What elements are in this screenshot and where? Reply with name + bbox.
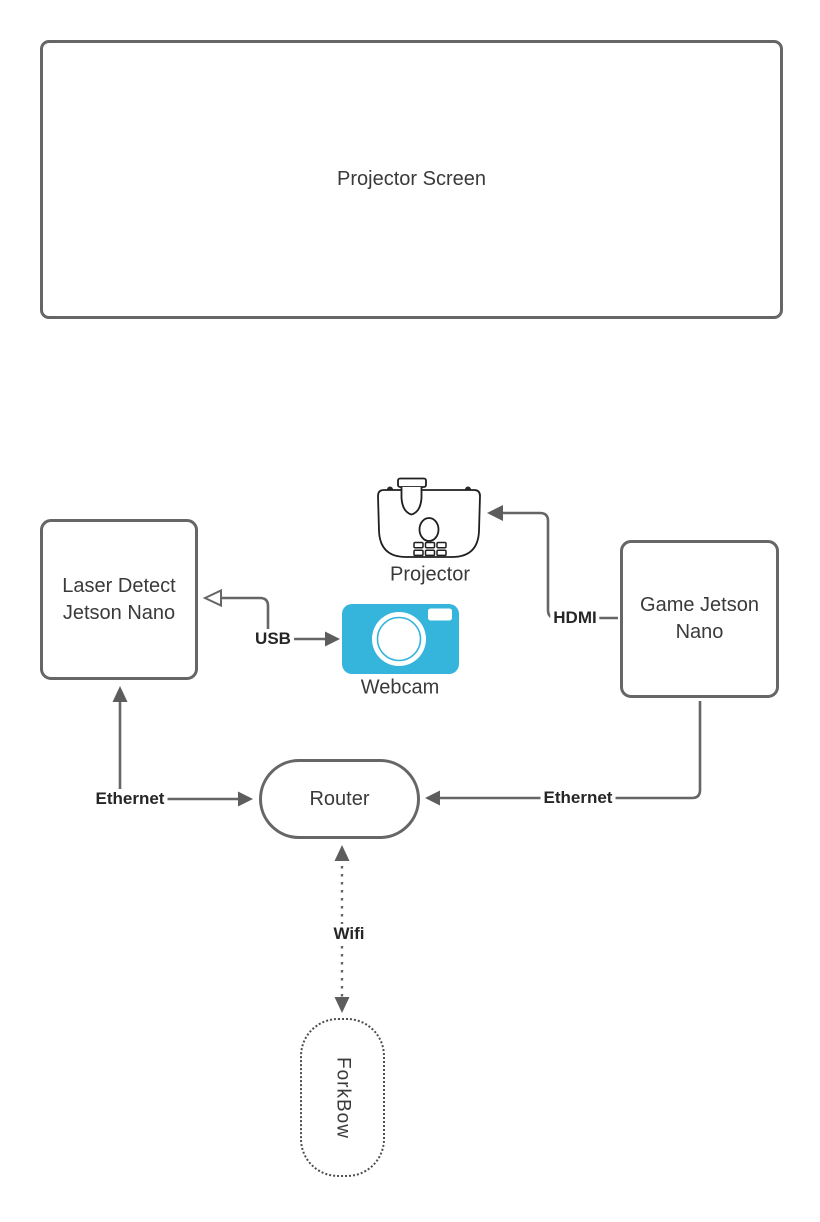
router-node: Router <box>259 759 420 839</box>
arrowhead-into-laser-jetson-bottom <box>112 686 128 702</box>
hdmi-edge-label: HDMI <box>550 608 600 628</box>
webcam-lens-ring <box>376 616 422 662</box>
usb-edge-label: USB <box>252 629 294 649</box>
webcam-icon <box>342 604 459 674</box>
arrowhead-into-router-right <box>425 790 440 806</box>
arrowhead-into-webcam <box>325 631 340 647</box>
arrowhead-into-router-left <box>238 791 253 807</box>
router-label: Router <box>309 787 370 810</box>
webcam-lens-outer <box>372 612 426 666</box>
projector-screen-node: Projector Screen <box>40 40 783 319</box>
arrowhead-into-router-bottom <box>334 845 350 861</box>
laser-jetson-label: Laser Detect Jetson Nano <box>62 574 176 624</box>
laser-jetson-node: Laser Detect Jetson Nano <box>40 519 198 680</box>
projector-caption: Projector <box>389 563 471 586</box>
open-arrowhead-into-laser-jetson <box>202 588 222 608</box>
ethernet-right-connector <box>425 701 702 806</box>
ethernet-right-edge-label: Ethernet <box>540 788 616 808</box>
game-jetson-node: Game Jetson Nano <box>620 540 779 698</box>
projector-screen-label: Projector Screen <box>337 168 486 190</box>
ethernet-right-line <box>435 701 702 800</box>
hdmi-line <box>492 511 618 620</box>
forkbow-label: ForkBow <box>332 1056 354 1139</box>
hdmi-connector <box>487 505 618 620</box>
webcam-indicator <box>428 608 452 621</box>
usb-connector <box>202 588 340 647</box>
forkbow-node: ForkBow <box>300 1018 385 1177</box>
projector-icon <box>374 476 484 560</box>
arrowhead-into-projector <box>487 505 503 521</box>
game-jetson-label: Game Jetson Nano <box>640 594 759 643</box>
webcam-caption: Webcam <box>360 676 440 699</box>
wifi-edge-label: Wifi <box>330 924 368 944</box>
arrowhead-into-forkbow <box>334 997 350 1013</box>
ethernet-left-edge-label: Ethernet <box>92 789 168 809</box>
